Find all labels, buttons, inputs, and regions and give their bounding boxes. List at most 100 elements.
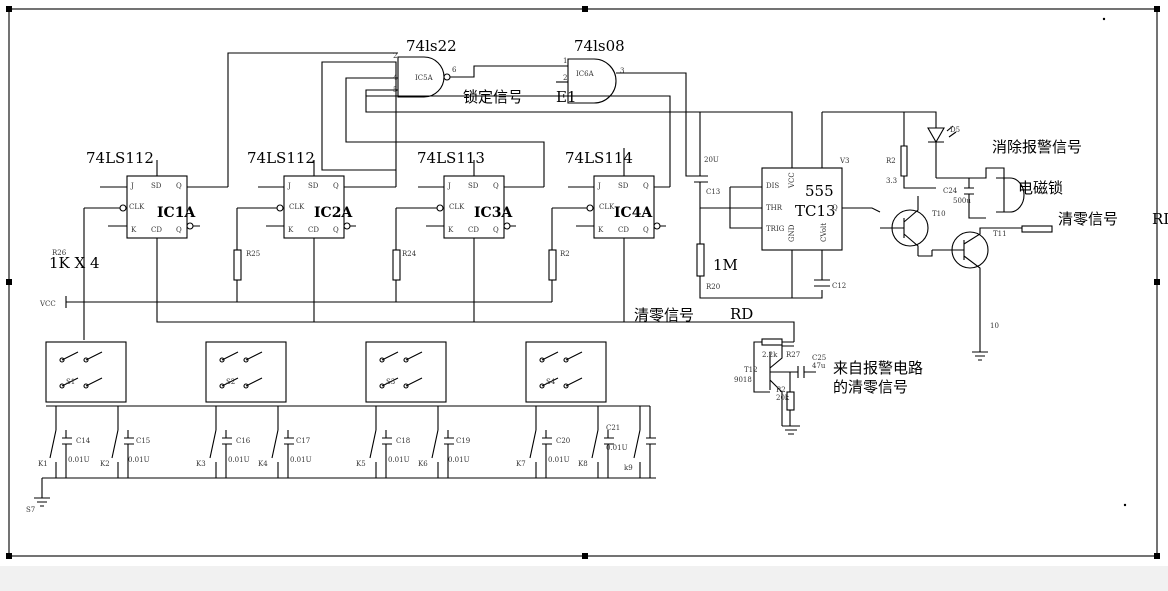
svg-text:R24: R24 [402,250,417,258]
svg-text:D5: D5 [950,126,960,134]
ic4a-part: 74LS114 [565,149,633,167]
svg-text:6: 6 [452,66,457,74]
svg-text:K1: K1 [38,460,48,468]
svg-text:0.01U: 0.01U [606,444,628,452]
svg-text:GND: GND [788,224,796,242]
svg-text:20k: 20k [776,394,790,402]
svg-text:Q: Q [643,226,649,234]
svg-text:Q: Q [176,226,182,234]
clear-alarm-label: 消除报警信号 [992,138,1082,156]
svg-text:C19: C19 [456,437,470,445]
svg-text:CVolt: CVolt [820,223,828,242]
solenoid-lock-label: 电磁锁 [1018,179,1063,197]
r20-value: 1M [713,256,738,274]
svg-text:2: 2 [563,74,567,82]
svg-text:9018: 9018 [734,376,752,384]
svg-text:C15: C15 [136,437,150,445]
ic3a-part: 74LS113 [417,149,485,167]
svg-text:J: J [130,182,134,190]
flip-flop-pins [100,148,670,252]
svg-text:C24: C24 [943,187,958,195]
svg-text:R26: R26 [52,249,67,257]
svg-text:R2: R2 [776,386,786,394]
ic3a-label: IC3A [474,205,513,221]
svg-text:S2: S2 [226,378,235,386]
svg-text:CLK: CLK [599,203,615,211]
switch-group-s4 [525,341,607,403]
svg-text:2.2k: 2.2k [762,351,778,359]
svg-text:K: K [598,226,604,234]
reset-bus [65,207,795,342]
svg-text:SD: SD [618,182,629,190]
svg-text:K: K [448,226,454,234]
gate-wiring [227,52,700,187]
svg-text:K4: K4 [258,460,268,468]
svg-text:1: 1 [563,57,567,65]
svg-text:CD: CD [618,226,629,234]
svg-text:IC6A: IC6A [576,70,595,78]
svg-text:VCC: VCC [39,300,56,308]
svg-text:CD: CD [468,226,479,234]
svg-text:C25: C25 [812,354,826,362]
svg-text:C14: C14 [76,437,91,445]
svg-text:K5: K5 [356,460,366,468]
svg-text:Q: Q [176,182,182,190]
svg-text:K: K [288,226,294,234]
svg-text:0.01U: 0.01U [128,456,150,464]
svg-text:CD: CD [151,226,162,234]
svg-text:2: 2 [393,52,397,60]
svg-text:S3: S3 [386,378,395,386]
svg-text:T12: T12 [744,366,758,374]
svg-text:0.01U: 0.01U [290,456,312,464]
switch-group-s3 [365,341,447,403]
key-switch-row [34,405,656,507]
switch-group-s2 [205,341,287,403]
svg-text:Q: Q [493,226,499,234]
svg-text:R25: R25 [246,250,260,258]
svg-text:K: K [131,226,137,234]
gate1-part: 74ls22 [406,37,457,55]
timer-label: TC13 [795,202,836,220]
svg-text:C13: C13 [706,188,720,196]
ic1a-part: 74LS112 [86,149,154,167]
svg-text:T10: T10 [932,210,946,218]
from-alarm-label-line2: 的清零信号 [833,378,908,396]
svg-text:CLK: CLK [129,203,145,211]
lock-signal-label: 锁定信号 [463,88,523,106]
ic1a-label: IC1A [157,205,196,221]
svg-text:C12: C12 [832,282,846,290]
svg-text:DIS: DIS [766,182,779,190]
r26-value: 1K X 4 [49,254,100,272]
switch-group-s1 [45,341,127,403]
svg-text:SD: SD [308,182,319,190]
svg-text:Q: Q [333,182,339,190]
svg-text:0.01U: 0.01U [388,456,410,464]
svg-text:K6: K6 [418,460,428,468]
reset-transistor-stage [753,338,816,435]
svg-text:J: J [597,182,601,190]
svg-text:0.01U: 0.01U [68,456,90,464]
svg-text:S1: S1 [66,378,75,386]
svg-text:S7: S7 [26,506,35,514]
from-alarm-label-line1: 来自报警电路 [833,359,923,377]
svg-text:THR: THR [766,204,783,212]
clear-signal-right-label: 清零信号 [1058,210,1118,228]
svg-text:V3: V3 [839,157,850,165]
svg-text:0.01U: 0.01U [548,456,570,464]
svg-text:C18: C18 [396,437,410,445]
svg-text:K3: K3 [196,460,206,468]
e1-label: E1 [556,88,577,106]
svg-text:S4: S4 [546,378,556,386]
svg-text:CLK: CLK [289,203,305,211]
svg-text:SD: SD [468,182,479,190]
output-stage [822,111,1053,361]
svg-text:R2: R2 [560,250,570,258]
rd-mid-label: RD [730,305,753,323]
ic4a-label: IC4A [614,205,653,221]
svg-text:IC5A: IC5A [415,74,434,82]
